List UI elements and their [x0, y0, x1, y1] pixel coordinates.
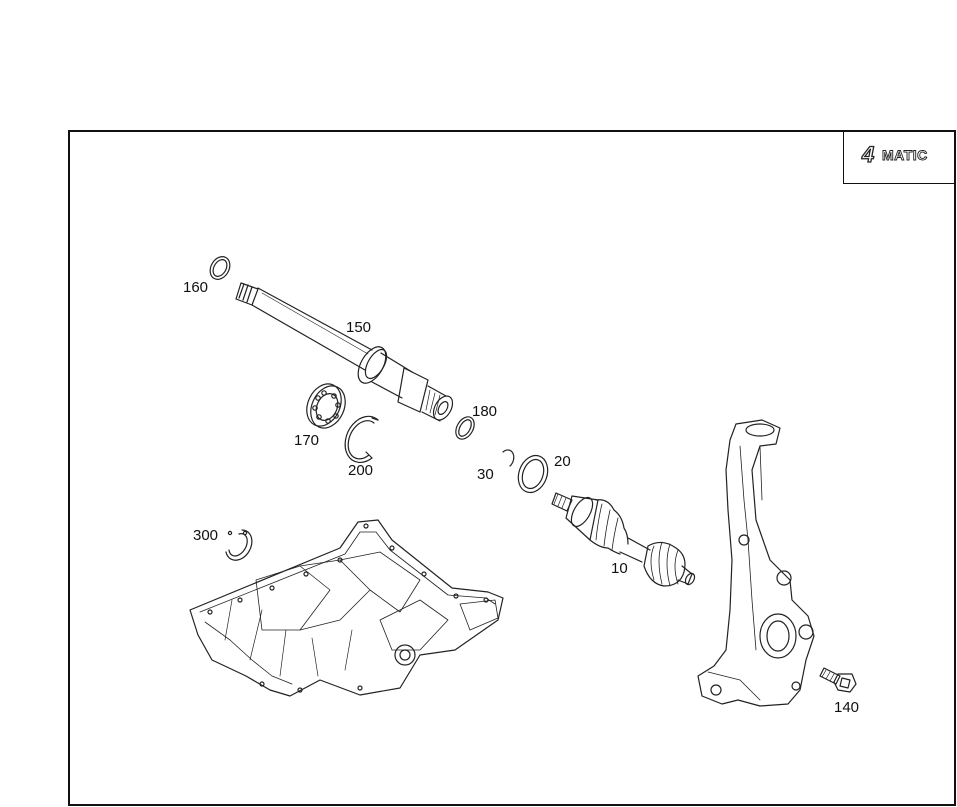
part-140-bolt[interactable] — [819, 667, 857, 693]
label-140: 140 — [834, 699, 860, 716]
4matic-badge-text: MATIC — [882, 147, 928, 164]
part-180-ring[interactable] — [452, 414, 478, 443]
label-30: 30 — [477, 466, 494, 483]
part-30-clip[interactable] — [502, 449, 515, 467]
part-170-bearing[interactable] — [300, 378, 352, 433]
label-150: 150 — [346, 319, 372, 336]
label-200: 200 — [348, 462, 374, 479]
diagram-frame — [68, 130, 956, 806]
part-10-drive-shaft[interactable] — [551, 492, 696, 587]
part-200-snap-ring[interactable] — [344, 415, 379, 464]
part-160-ring[interactable] — [206, 253, 234, 283]
oil-pan-housing — [189, 519, 504, 697]
part-300-circlip[interactable] — [225, 529, 253, 561]
label-20: 20 — [554, 453, 571, 470]
steering-knuckle — [697, 419, 815, 707]
label-10: 10 — [611, 560, 628, 577]
part-150-shaft[interactable] — [235, 282, 456, 423]
4matic-badge: 4 MATIC — [843, 131, 956, 184]
label-180: 180 — [472, 403, 498, 420]
label-160: 160 — [183, 279, 209, 296]
part-20-seal[interactable] — [513, 451, 552, 496]
label-170: 170 — [294, 432, 320, 449]
4matic-badge-number: 4 — [861, 141, 875, 167]
label-300: 300 — [193, 527, 219, 544]
